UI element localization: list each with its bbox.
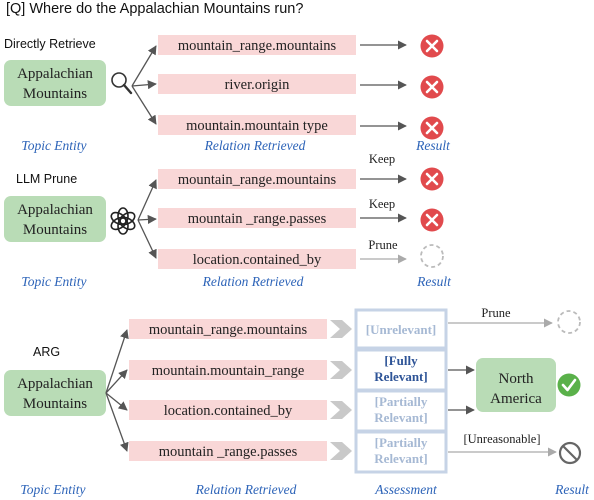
- assessment-label: [Fully: [384, 353, 418, 368]
- col-label-assessment: Assessment: [374, 482, 438, 497]
- relation-label: mountain _range.passes: [159, 444, 298, 460]
- col-label-relation: Relation Retrieved: [204, 138, 306, 153]
- col-label-result: Result: [416, 274, 452, 289]
- entity-line-2: Mountains: [23, 396, 87, 412]
- relation-label: mountain _range.passes: [188, 211, 327, 227]
- relation-label: mountain_range.mountains: [178, 172, 337, 188]
- entity-line-2: Mountains: [23, 222, 87, 238]
- assessment-box: [354, 308, 448, 350]
- fail-icon: [420, 34, 444, 58]
- assessment-label: Relevant]: [374, 410, 427, 425]
- pruned-empty-icon: [420, 244, 444, 268]
- relation-box: [158, 249, 356, 269]
- topic-entity-node: [4, 60, 106, 106]
- fail-icon: [420, 208, 444, 232]
- section-heading: Directly Retrieve: [4, 37, 96, 51]
- relation-label: river.origin: [225, 77, 291, 93]
- assessment-label: [Unrelevant]: [366, 322, 437, 337]
- relation-label: mountain_range.mountains: [178, 38, 337, 54]
- question-text: [Q] Where do the Appalachian Mountains r…: [6, 1, 303, 17]
- relation-box: [158, 35, 356, 55]
- relation-box: [158, 169, 356, 189]
- assessment-label: Relevant]: [374, 369, 427, 384]
- col-label-relation: Relation Retrieved: [195, 482, 297, 497]
- section-heading: LLM Prune: [16, 172, 77, 186]
- answer-node: [476, 358, 556, 412]
- relation-box: [158, 208, 356, 228]
- pruned-empty-icon: [557, 310, 581, 334]
- blocked-icon: [558, 441, 582, 465]
- llm-logo-icon: [110, 207, 136, 235]
- entity-line-1: Appalachian: [17, 202, 93, 218]
- relation-label: mountain.mountain_range: [152, 363, 305, 379]
- relation-box: [129, 441, 327, 461]
- edge-label-unreasonable: [Unreasonable]: [463, 432, 540, 446]
- col-label-topic: Topic Entity: [21, 138, 86, 153]
- fail-icon: [420, 116, 444, 140]
- relation-box: [129, 360, 327, 380]
- relation-box: [158, 115, 356, 135]
- section-arg: ARG Appalachian Mountains mountain_range…: [4, 306, 590, 497]
- col-label-topic: Topic Entity: [20, 482, 85, 497]
- relation-label: location.contained_by: [164, 403, 293, 419]
- relation-box: [158, 74, 356, 94]
- answer-line-1: North: [499, 371, 534, 387]
- fail-icon: [420, 75, 444, 99]
- col-label-result: Result: [415, 138, 451, 153]
- entity-line-2: Mountains: [23, 86, 87, 102]
- entity-line-1: Appalachian: [17, 376, 93, 392]
- relation-box: [129, 400, 327, 420]
- col-label-topic: Topic Entity: [21, 274, 86, 289]
- relation-label: mountain.mountain type: [186, 118, 328, 134]
- assessment-label: [Partially: [375, 435, 428, 450]
- edge-label-prune: Prune: [481, 306, 511, 320]
- section-heading: ARG: [33, 345, 60, 359]
- fail-icon: [420, 167, 444, 191]
- relation-label: location.contained_by: [193, 252, 322, 268]
- section-directly-retrieve: Directly Retrieve Appalachian Mountains …: [4, 34, 451, 153]
- relation-label: mountain_range.mountains: [149, 322, 308, 338]
- edge-label-keep: Keep: [369, 152, 395, 166]
- entity-line-1: Appalachian: [17, 66, 93, 82]
- success-check-icon: [557, 373, 581, 397]
- assessment-label: Relevant]: [374, 451, 427, 466]
- chevron-right-icon: [330, 320, 352, 460]
- section-llm-prune: LLM Prune Appalachian Mountains mountain…: [4, 152, 452, 289]
- topic-entity-node: [4, 370, 106, 416]
- magnifier-icon: [111, 72, 133, 95]
- answer-line-2: America: [490, 391, 542, 407]
- assessment-label: [Partially: [375, 394, 428, 409]
- relation-box: [129, 319, 327, 339]
- edge-label-keep: Keep: [369, 197, 395, 211]
- topic-entity-node: [4, 196, 106, 242]
- col-label-result: Result: [554, 482, 590, 497]
- edge-label-prune: Prune: [368, 238, 398, 252]
- col-label-relation: Relation Retrieved: [202, 274, 304, 289]
- assessment-box: [354, 430, 448, 474]
